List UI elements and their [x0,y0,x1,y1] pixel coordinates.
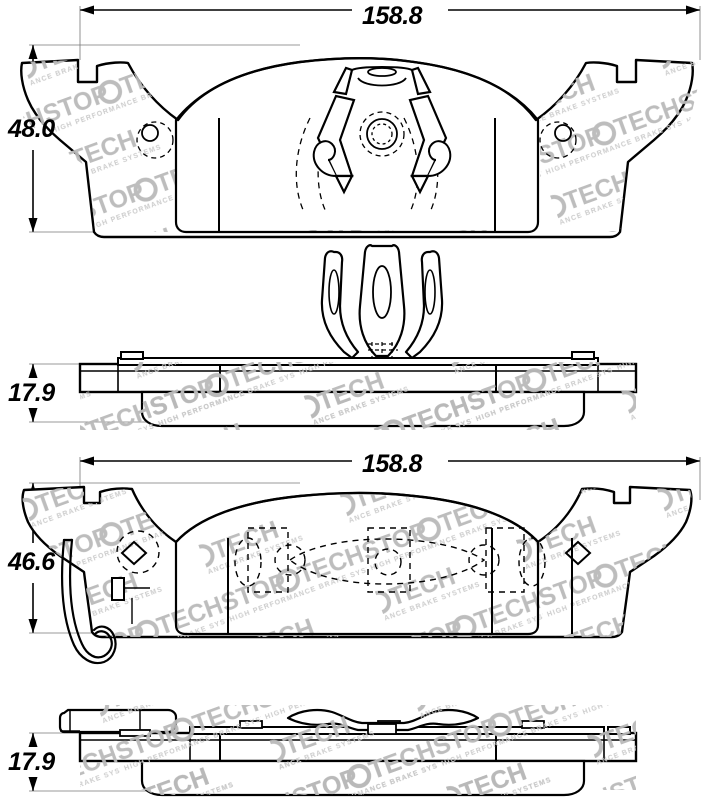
ear-hole-left-inner [120,540,148,566]
view-outer-pad-edge [28,351,638,430]
dimension-mid-width [79,456,701,500]
watermark-edge-outer-lower [142,392,584,426]
ear-hole-left [141,124,159,142]
dimension-thickness-17-9-upper [28,363,220,423]
dimension-label-height-48: 48.0 [8,115,55,143]
dimension-label-mid-width: 158.8 [362,450,423,478]
friction-material-boundary [174,57,540,234]
hidden-ear-hole-left [136,121,174,159]
dimension-top-width [79,5,701,60]
watermark-pad-inner [22,487,692,637]
sensor-tab-inner [111,577,125,601]
hidden-ear-hole-right [539,121,577,159]
view-inner-pad-edge [28,705,638,797]
dimension-label-thickness-17-9-lower: 17.9 [8,748,55,776]
retaining-clip-outer [312,66,452,195]
watermark-edge-inner-lower [142,761,584,795]
wear-sensor-wire [61,538,117,665]
dimension-label-top-width: 158.8 [362,2,423,30]
dimension-label-height-46-6: 46.6 [8,548,55,576]
edge-tab-right [571,351,595,360]
hidden-clip-arc-left [295,117,311,213]
edge-tab-left [120,351,144,360]
view-outer-pad-face [14,5,701,239]
hidden-clip-arc-right [403,117,419,213]
view-inner-pad-face [21,456,701,665]
ear-hole-right [554,124,572,142]
hidden-backing-features [116,527,546,593]
view-retaining-clip-detail [320,244,444,360]
friction-material-boundary-inner [174,491,540,636]
ear-hole-right-inner [564,540,592,566]
dimension-label-thickness-17-9-upper: 17.9 [8,379,55,407]
